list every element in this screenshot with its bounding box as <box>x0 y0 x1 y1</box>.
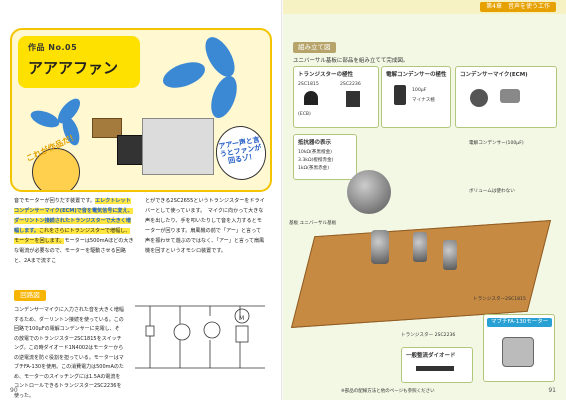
body-column-1: 音でモーターが回りだす装置です。エレクトレットコンデンサーマイク(ECM)で音を… <box>14 198 134 264</box>
chapter-tag: 第4章 音声を使う工作 <box>480 2 556 12</box>
title-badge <box>18 36 140 88</box>
circuit-board-photo <box>92 118 122 138</box>
fan-stand <box>142 118 214 175</box>
work-number: 作品 No.05 <box>28 43 78 52</box>
page-gutter <box>281 0 284 400</box>
large-fan-illustration <box>159 32 242 126</box>
transistor-icon <box>346 91 360 107</box>
page-title: アアアファン <box>28 59 119 77</box>
hero-photo-panel: 作品 No.05 アアアファン これが作品だ！ アアー声と言うとファンが回るゾ！ <box>10 28 272 192</box>
assembly-label: 組み立て図 <box>293 42 336 53</box>
diode-box: 一般整流ダイオード <box>401 347 473 383</box>
section-label-circuit: 回路図 <box>14 290 46 301</box>
capacitor-polarity-box: 電解コンデンサーの極性 100μF マイナス極 <box>381 66 451 128</box>
boy-character <box>32 148 80 190</box>
callout-board: 基板 ユニバーサル基板 <box>289 221 337 226</box>
motor-box: マブチFA-130モーター <box>483 314 555 382</box>
small-fan-illustration <box>28 95 90 148</box>
capacitor-icon <box>394 85 406 105</box>
callout-2sc2236: トランジスター 2SC2236 <box>401 333 456 338</box>
ecm-icon <box>500 89 520 103</box>
page-number-left: 90 <box>10 387 18 394</box>
transistor-polarity-box: トランジスターの極性 2SC1815 2SC2236 (ECB) <box>293 66 379 128</box>
assembly-intro: ユニバーサル基板に部品を組み立てて完成図。 <box>293 58 409 64</box>
circuit-description: コンデンサーマイクに入力された音を大きく増幅するため、ダーリントン接続を使ってい… <box>14 307 124 399</box>
transistor-icon <box>304 91 318 105</box>
callout-capacitor: 電解コンデンサー(100μF) <box>469 141 524 146</box>
circuit-diagram: M <box>135 305 265 369</box>
ecm-icon <box>470 89 488 107</box>
body-column-2: とができる2SC2655というトランジスターをドライバーとして使っています。 マ… <box>145 198 265 254</box>
resistor-code-box: 抵抗器の表示 10kΩ(茶黒橙金) 3.3kΩ(橙橙赤金) 1kΩ(茶黒赤金) <box>293 134 357 180</box>
footnote: ※部品の配線方法と他のページも参照ください <box>341 389 435 394</box>
transistor-part <box>413 232 427 262</box>
callout-2sc1815: トランジスター2SC1815 <box>473 297 526 302</box>
motor-icon <box>502 337 534 367</box>
left-page: 作品 No.05 アアアファン これが作品だ！ アアー声と言うとファンが回るゾ！ <box>0 0 283 400</box>
transistor-part <box>443 240 457 270</box>
electrolytic-capacitor <box>371 230 389 264</box>
callout-volume: ボリュームは使わない <box>469 189 515 194</box>
ecm-mic-large <box>347 170 391 214</box>
svg-text:M: M <box>239 315 244 322</box>
page-number-right: 91 <box>548 387 556 394</box>
diode-icon <box>416 366 454 371</box>
ecm-box: コンデンサーマイク(ECM) <box>455 66 557 128</box>
right-page: 第4章 音声を使う工作 組み立て図 ユニバーサル基板に部品を組み立てて完成図。 … <box>283 0 566 400</box>
speech-bubble: アアー声と言うとファンが回るゾ！ <box>211 122 270 184</box>
